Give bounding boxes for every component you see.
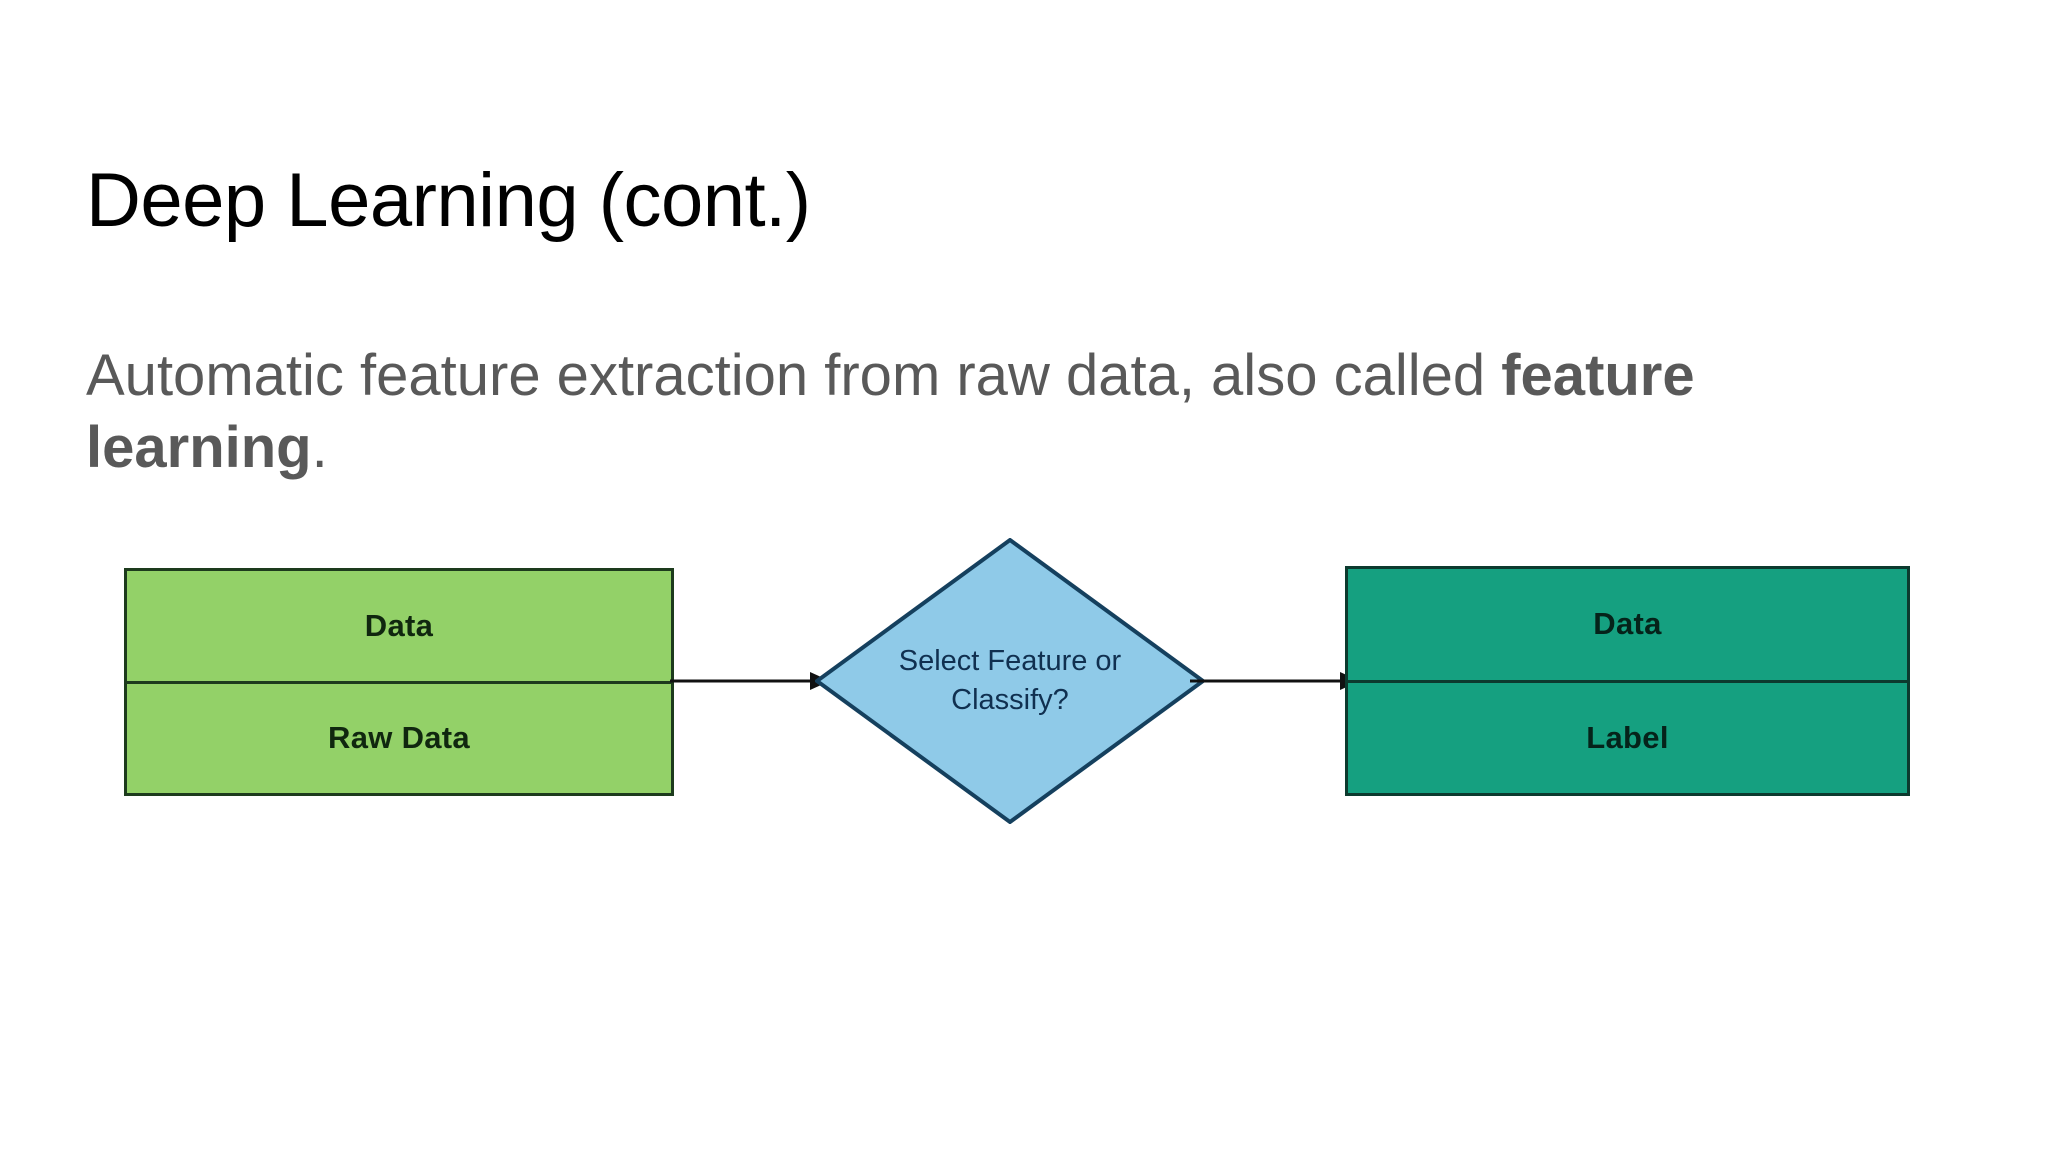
flow-node-raw-data-row-0: Data [364,607,434,643]
page-title: Deep Learning (cont.) [86,157,811,243]
flow-node-labeled-data: Data Label [1345,566,1910,796]
flow-node-raw-data-row-1: Raw Data [127,680,671,794]
body-lead-text: Automatic feature extraction from raw da… [86,343,1502,408]
flow-node-labeled-data-row-1: Label [1348,679,1907,794]
flow-node-labeled-data-row-0: Data [1593,606,1662,642]
body-tail-text: . [311,414,328,480]
flow-node-raw-data: Data Raw Data [124,568,674,796]
flow-node-decision: Select Feature or Classify? [815,538,1205,824]
slide-body-text: Automatic feature extraction from raw da… [86,340,1846,484]
body-emphasis-text: feature learning [86,343,1695,480]
flow-arrow-decision-to-labeled [1190,669,1360,693]
diamond-shape [815,538,1205,824]
flow-arrow-raw-to-decision [670,669,830,693]
